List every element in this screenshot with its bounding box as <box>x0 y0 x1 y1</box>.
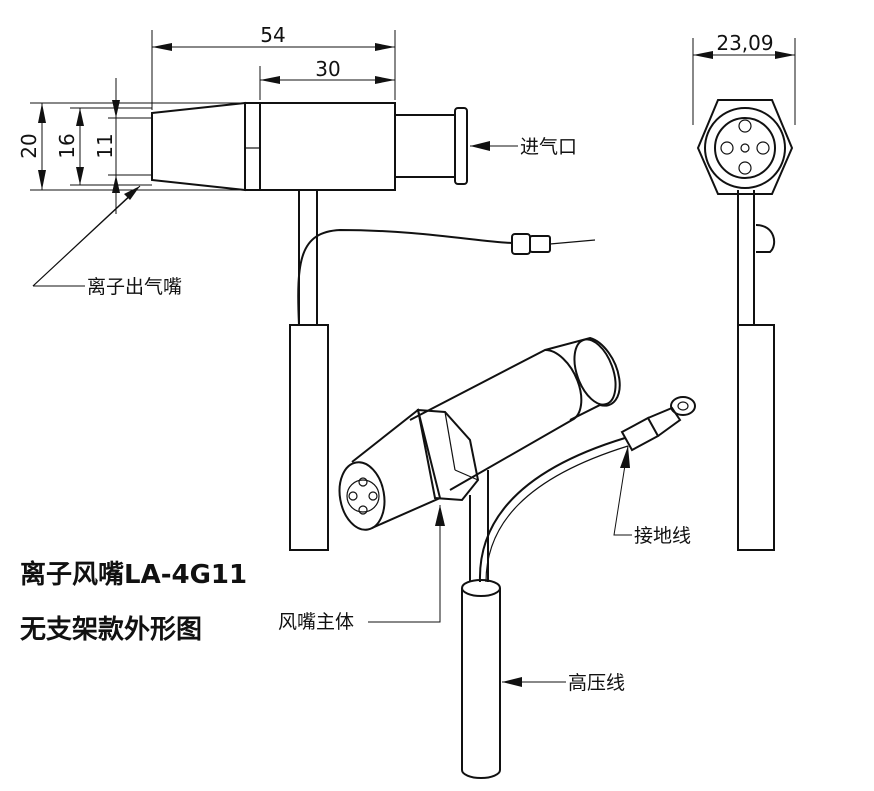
ground-wire-iso <box>478 437 626 583</box>
end-hex-nut <box>696 99 794 195</box>
label-nozzle-body: 风嘴主体 <box>278 611 354 633</box>
nozzle-face-iso <box>338 461 386 531</box>
leader-hv-wire: 高压线 <box>502 672 625 694</box>
dim-20: 20 <box>17 102 245 191</box>
dim-end-width-label: 23,09 <box>716 31 773 55</box>
label-high-voltage-wire: 高压线 <box>568 672 625 694</box>
dim-16-label: 16 <box>55 133 79 158</box>
dim-20-label: 20 <box>17 133 41 158</box>
dim-54-label: 54 <box>260 23 285 47</box>
leader-ground-wire: 接地线 <box>613 445 691 547</box>
inlet-fitting <box>394 114 456 178</box>
ground-wire-side <box>297 228 513 326</box>
dim-54: 54 <box>151 23 396 110</box>
label-ion-outlet-nozzle: 离子出气嘴 <box>87 276 182 298</box>
nozzle-cone <box>151 101 246 192</box>
title-line-1: 离子风嘴LA-4G11 <box>20 559 247 590</box>
leader-air-inlet: 进气口 <box>470 136 577 158</box>
leader-ion-outlet: 离子出气嘴 <box>32 185 182 298</box>
end-view: 23,09 <box>692 31 796 551</box>
nozzle-body-iso <box>409 348 583 491</box>
hv-cable-side <box>289 324 329 551</box>
hv-cable-iso <box>461 588 501 779</box>
dim-30-label: 30 <box>315 57 340 81</box>
label-ground-wire: 接地线 <box>634 525 691 547</box>
hv-cable-end <box>737 324 775 551</box>
title-line-2: 无支架款外形图 <box>20 615 202 645</box>
leader-nozzle-body: 风嘴主体 <box>278 505 445 633</box>
nozzle-body-side <box>244 102 396 191</box>
dim-11-label: 11 <box>93 133 117 158</box>
iso-view <box>338 336 696 779</box>
hex-nut-iso <box>416 408 480 502</box>
dim-30: 30 <box>259 57 395 100</box>
dim-11: 11 <box>93 78 152 214</box>
dim-16: 16 <box>55 107 152 186</box>
label-air-inlet: 进气口 <box>520 136 577 158</box>
side-view <box>151 101 596 551</box>
